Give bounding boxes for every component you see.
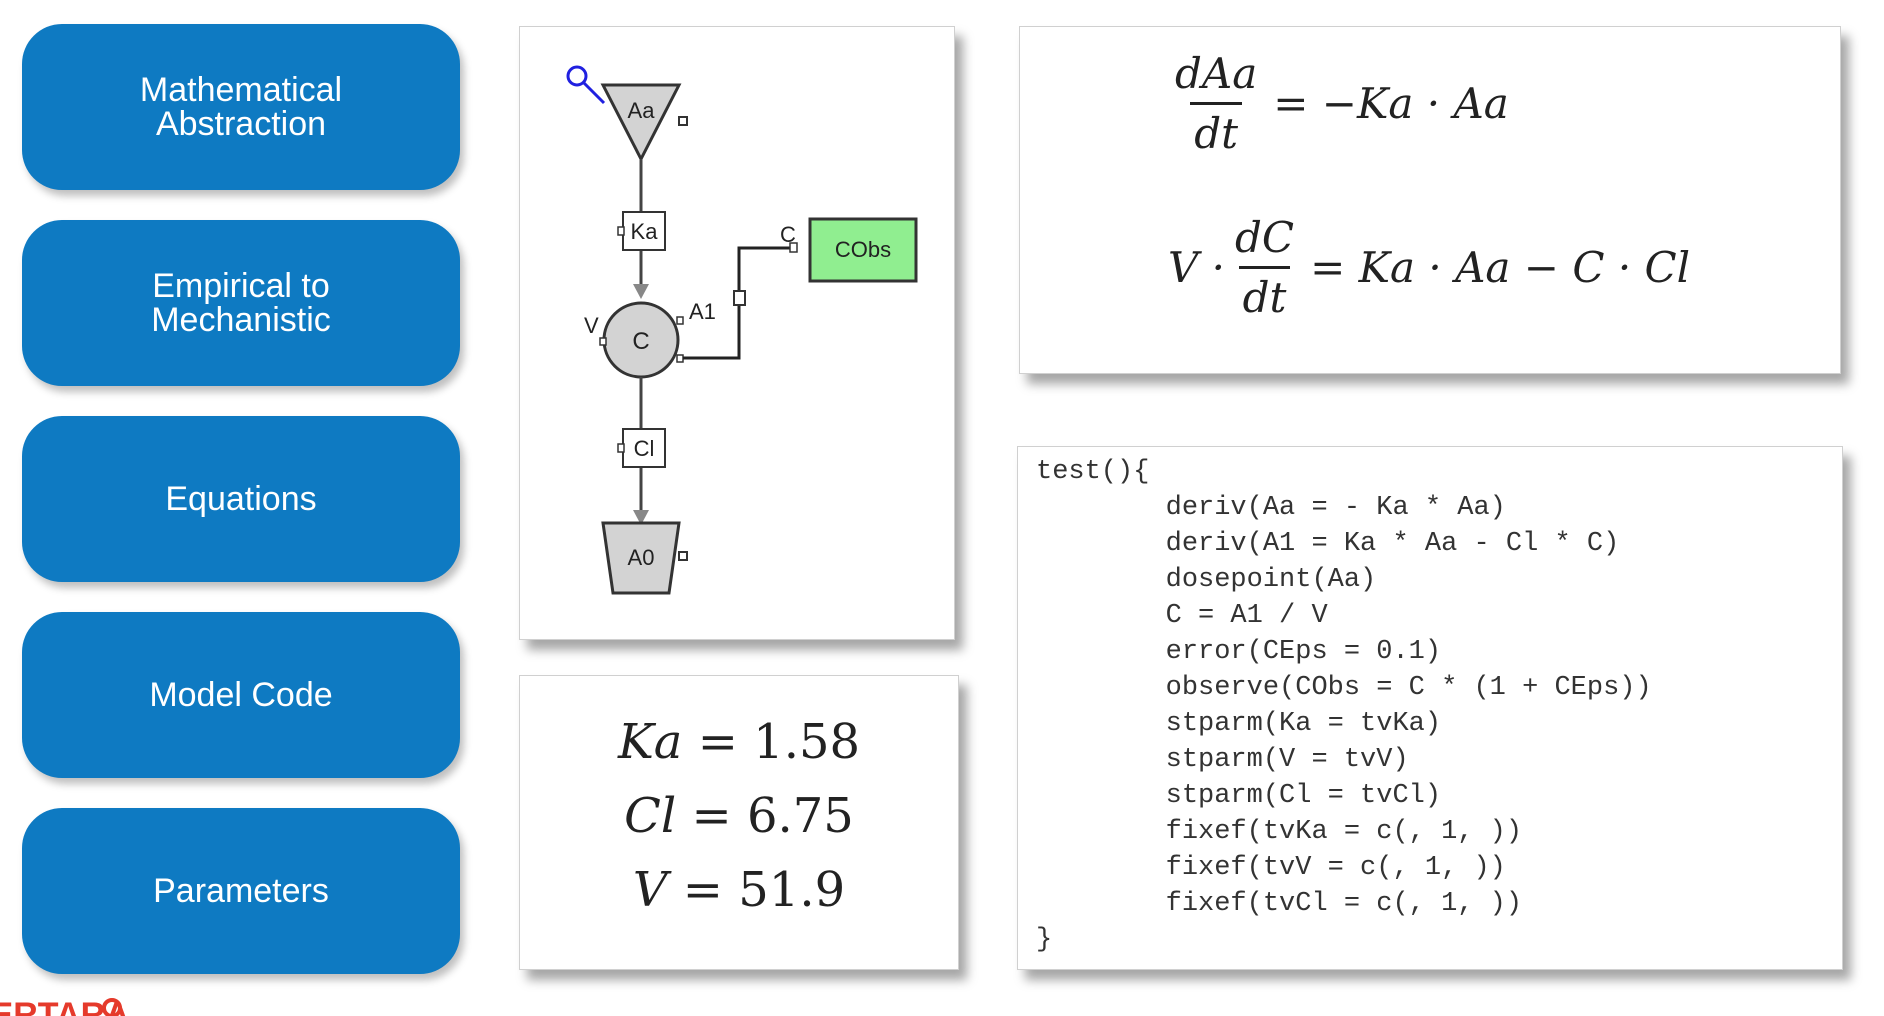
certara-logo-icon: CERTARA [0,996,126,1016]
equation-2-fraction: dC dt [1231,213,1298,322]
label-a1: A1 [689,299,716,324]
equation-1-rhs: = −Ka · Aa [1273,79,1509,128]
param-value: 51.9 [738,862,846,918]
code-line: stparm(V = tvV) [1036,745,1409,775]
nav-button-label: Equations [165,480,317,518]
code-line: deriv(A1 = Ka * Aa - Cl * C) [1036,529,1620,559]
equation-2-denominator: dt [1238,266,1291,322]
model-diagram-panel: Aa Ka C V A1 C CObs Cl A0 [519,26,955,640]
code-line: C = A1 / V [1036,601,1328,631]
equations-panel: dAa dt = −Ka · Aa V · dC dt = Ka · Aa − … [1019,26,1841,374]
equation-2: V · dC dt = Ka · Aa − C · Cl [1168,213,1690,322]
nav-button-label: Empirical to Mechanistic [151,267,331,339]
nav-button-label: Mathematical Abstraction [139,71,343,143]
nav-button-mathematical-abstraction[interactable]: Mathematical Abstraction [22,24,460,190]
param-value: 1.58 [753,714,861,770]
equation-1-denominator: dt [1190,102,1243,158]
model-code-panel: test(){ deriv(Aa = - Ka * Aa) deriv(A1 =… [1017,446,1843,970]
absorption-compartment-shape[interactable] [600,83,682,163]
code-line: stparm(Cl = tvCl) [1036,781,1442,811]
nav-button-model-code[interactable]: Model Code [22,612,460,778]
node-cl-label: Cl [634,436,655,461]
svg-text:CERTARA: CERTARA [0,996,126,1016]
code-line: fixef(tvCl = c(, 1, )) [1036,889,1523,919]
param-value: 6.75 [746,788,854,844]
code-line: stparm(Ka = tvKa) [1036,709,1442,739]
node-cobs[interactable] [808,217,918,283]
param-cl: Cl = 6.75 [624,788,854,844]
node-c-label: C [632,328,649,355]
equation-2-rhs: = Ka · Aa − C · Cl [1310,243,1691,292]
code-line: observe(CObs = C * (1 + CEps)) [1036,673,1652,703]
label-v: V [584,313,599,338]
code-line: test(){ [1036,457,1150,487]
param-name: Cl [624,788,677,844]
label-c-port: C [780,222,796,247]
code-line: fixef(tvKa = c(, 1, )) [1036,817,1523,847]
equation-1: dAa dt = −Ka · Aa [1165,49,1509,158]
param-ka: Ka = 1.58 [617,714,861,770]
nav-button-empirical-to-mechanistic[interactable]: Empirical to Mechanistic [22,220,460,386]
parameters-panel: Ka = 1.58 Cl = 6.75 V = 51.9 [519,675,959,970]
nav-button-parameters[interactable]: Parameters [22,808,460,974]
param-name: V [632,862,668,918]
equation-2-numerator: dC [1235,213,1295,262]
node-a0-label: A0 [628,545,655,570]
node-aa-label: Aa [628,98,656,123]
code-line: dosepoint(Aa) [1036,565,1377,595]
node-cobs-label: CObs [835,237,891,262]
equation-1-fraction: dAa dt [1171,49,1261,158]
equation-2-lhs: V · [1168,243,1226,292]
equation-1-numerator: dAa [1175,49,1258,98]
logo: CERTARA [0,990,126,1016]
nav-button-label: Model Code [149,676,333,714]
node-cl[interactable] [622,428,666,468]
model-diagram: Aa Ka C V A1 C CObs Cl A0 [566,65,918,595]
param-name: Ka [617,714,683,770]
nav-button-label: Parameters [153,872,329,910]
magnifier-icon[interactable] [566,65,606,105]
code-line: } [1036,925,1053,955]
code-line: fixef(tvV = c(, 1, )) [1036,853,1506,883]
nav-button-equations[interactable]: Equations [22,416,460,582]
param-v: V = 51.9 [632,862,846,918]
code-line: deriv(Aa = - Ka * Aa) [1036,493,1506,523]
node-ka-label: Ka [631,219,659,244]
code-line: error(CEps = 0.1) [1036,637,1442,667]
elimination-compartment-shape[interactable] [601,521,681,595]
